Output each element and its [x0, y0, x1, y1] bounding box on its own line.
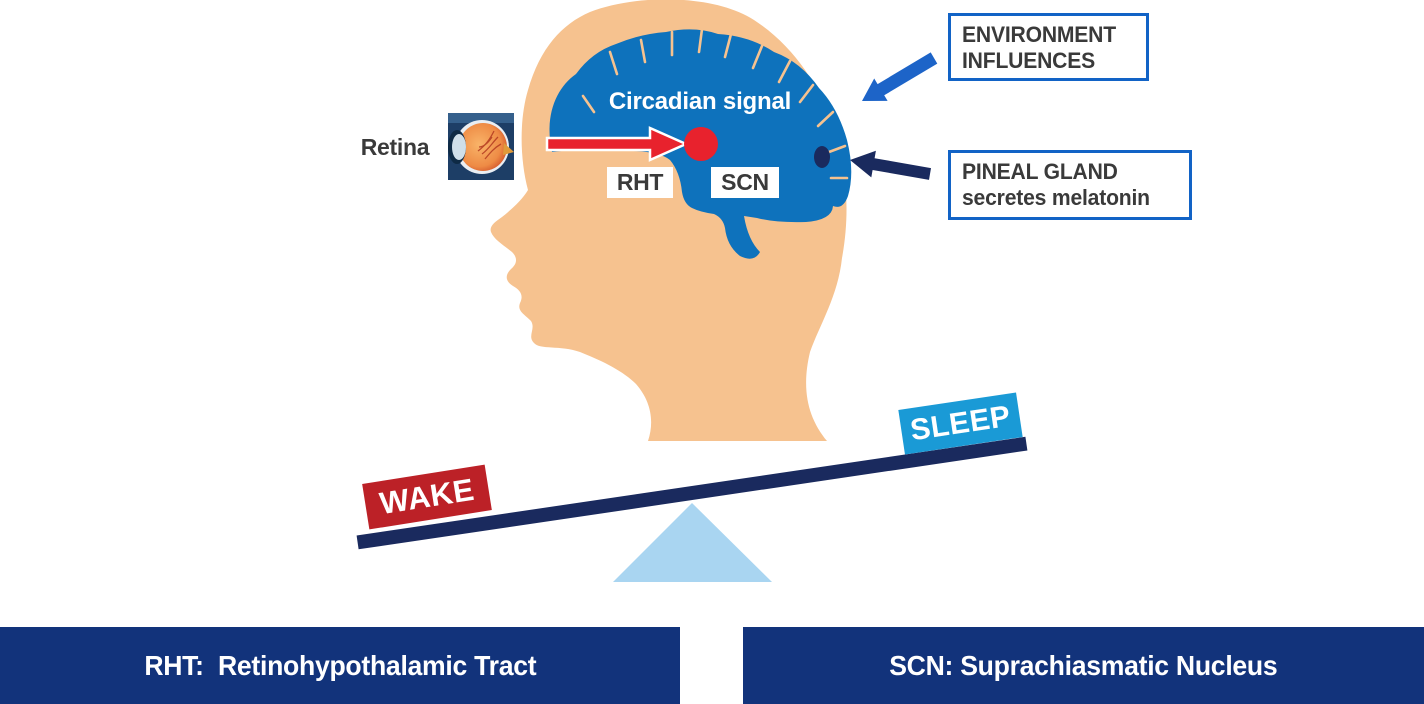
brain-gyri-lines: [581, 27, 849, 180]
circadian-signal-label: Circadian signal: [608, 88, 792, 115]
pineal-box-line2: secretes melatonin: [962, 185, 1150, 210]
pineal-gland-box: PINEAL GLAND secretes melatonin: [948, 150, 1192, 220]
pineal-gland-dot: [814, 146, 830, 168]
pineal-box-line1: PINEAL GLAND: [962, 159, 1118, 184]
balance-beam: [356, 436, 1028, 550]
environment-arrow-icon: [862, 52, 938, 101]
pineal-arrow-icon: [850, 150, 931, 180]
environment-box-line2: INFLUENCES: [962, 48, 1096, 73]
scn-chip: SCN: [711, 167, 779, 198]
retina-label: Retina: [360, 134, 430, 160]
fulcrum-triangle: [613, 503, 772, 582]
eye-icon: [448, 113, 514, 180]
red-signal-arrow-icon: [545, 126, 690, 162]
scn-dot: [684, 127, 718, 161]
environment-box-line1: ENVIRONMENT: [962, 22, 1116, 47]
legend-bar-rht: RHT: Retinohypothalamic Tract: [0, 627, 680, 704]
rht-chip: RHT: [607, 167, 673, 198]
legend-bar-scn: SCN: Suprachiasmatic Nucleus: [743, 627, 1424, 704]
legend-bar-rht-text: RHT: Retinohypothalamic Tract: [144, 649, 536, 681]
environment-influences-box: ENVIRONMENT INFLUENCES: [948, 13, 1149, 81]
legend-bar-scn-text: SCN: Suprachiasmatic Nucleus: [889, 649, 1278, 681]
